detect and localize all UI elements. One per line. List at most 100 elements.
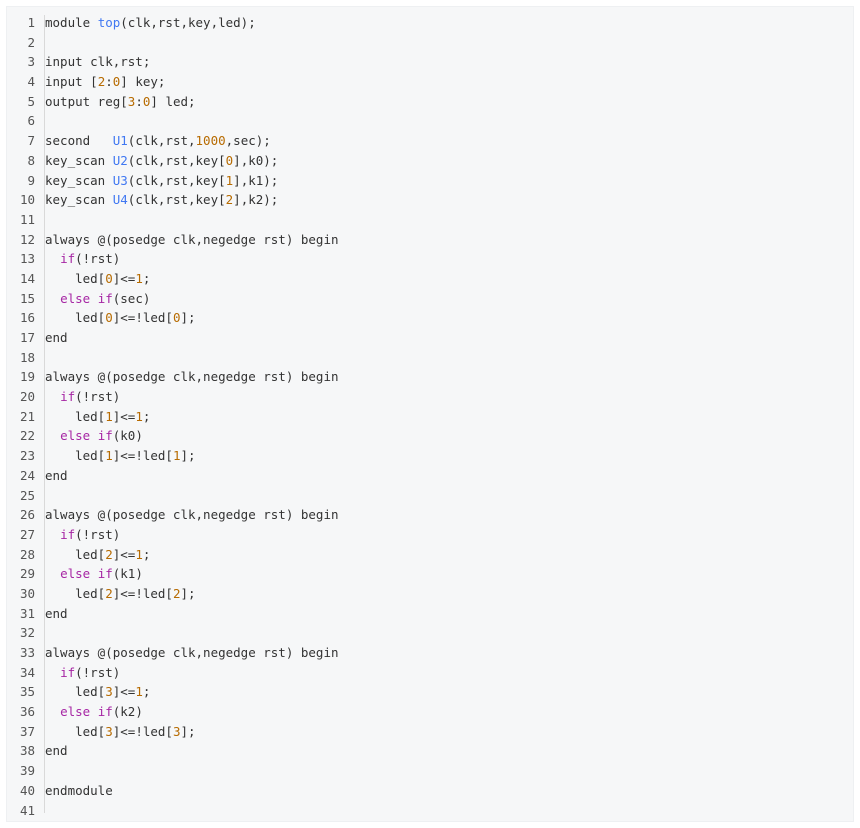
code-line: 35 led[3]<=1; (7, 682, 853, 702)
line-number: 38 (19, 743, 35, 759)
code-line: 13 if(!rst) (7, 249, 853, 269)
code-token: 1 (225, 172, 234, 188)
code-token: (sec) (112, 290, 151, 306)
code-token: led[ (45, 585, 106, 601)
line-number: 9 (27, 172, 35, 188)
code-line: 33 always @(posedge clk,negedge rst) begi… (7, 643, 853, 663)
code-token: (!rst) (75, 526, 121, 542)
code-token: ] key; (120, 74, 166, 90)
line-number: 25 (19, 487, 35, 503)
code-token: ]<=!led[ (112, 448, 173, 464)
code-token: led[ (45, 270, 106, 286)
code-text: always @(posedge clk,negedge rst) begin (45, 230, 339, 250)
code-token: else if (60, 566, 113, 582)
code-token: ; (142, 684, 151, 700)
code-line: 41 (7, 801, 853, 821)
code-text: led[3]<=1; (45, 682, 150, 702)
code-token (45, 704, 60, 719)
code-token: end (45, 467, 68, 483)
code-token: if (60, 664, 76, 680)
code-token: if (60, 389, 76, 405)
code-token: always @(posedge clk,negedge rst) begin (45, 507, 339, 523)
code-token: ]<=!led[ (112, 723, 173, 739)
code-token: if (60, 251, 76, 267)
code-token: input clk,rst; (45, 54, 151, 70)
line-number: 37 (19, 723, 35, 739)
code-text: led[2]<=1; (45, 545, 150, 565)
code-line: 15 else if(sec) (7, 289, 853, 309)
code-token (45, 291, 60, 306)
code-token: end (45, 743, 68, 759)
code-text: output reg[3:0] led; (45, 92, 196, 112)
code-line: 39 (7, 761, 853, 781)
code-token: module (45, 15, 98, 30)
code-line: 2 (7, 33, 853, 53)
code-line: 18 (7, 348, 853, 368)
code-token: 1 (172, 448, 181, 464)
code-token: ]<=!led[ (112, 585, 173, 601)
code-line: 16 led[0]<=!led[0]; (7, 308, 853, 328)
code-token (45, 566, 60, 581)
line-number: 15 (19, 290, 35, 306)
code-token: second (45, 133, 113, 149)
code-text: led[1]<=!led[1]; (45, 446, 196, 466)
code-token: key_scan (45, 152, 113, 168)
code-text: if(!rst) (45, 249, 120, 269)
line-number: 12 (19, 231, 35, 247)
code-token: (!rst) (75, 389, 121, 405)
line-number: 8 (27, 152, 35, 168)
code-token: ],k2); (233, 192, 279, 208)
code-token: led[ (45, 408, 106, 424)
code-text: if(!rst) (45, 663, 120, 683)
line-number: 21 (19, 408, 35, 424)
code-line: 28 led[2]<=1; (7, 545, 853, 565)
line-number: 4 (27, 74, 35, 90)
code-token: (clk,rst,key[ (127, 192, 226, 208)
code-token: 3 (105, 684, 113, 700)
code-token: 3 (127, 93, 136, 109)
code-token: 1 (135, 270, 143, 286)
code-line: 30 led[2]<=!led[2]; (7, 584, 853, 604)
code-text: always @(posedge clk,negedge rst) begin (45, 643, 339, 663)
code-token: (k2) (112, 704, 143, 720)
line-number: 22 (19, 428, 35, 444)
code-line: 20 if(!rst) (7, 387, 853, 407)
code-token: ]<= (112, 408, 136, 424)
code-token: top (97, 15, 121, 30)
code-text: end (45, 328, 68, 348)
code-line: 25 (7, 486, 853, 506)
line-number: 27 (19, 526, 35, 542)
code-token: ,sec); (225, 133, 271, 149)
code-token: end (45, 605, 68, 621)
line-number: 6 (27, 113, 35, 129)
code-token: always @(posedge clk,negedge rst) begin (45, 369, 339, 385)
code-token (45, 389, 60, 404)
line-number: 18 (19, 349, 35, 365)
line-number: 2 (27, 34, 35, 50)
code-token: 0 (225, 152, 234, 168)
code-token: ]; (180, 723, 196, 739)
code-line: 36 else if(k2) (7, 702, 853, 722)
code-text: else if(k0) (45, 426, 143, 446)
code-token: 0 (172, 310, 181, 326)
line-number: 33 (19, 645, 35, 660)
code-text: second U1(clk,rst,1000,sec); (45, 131, 271, 151)
code-line: 12 always @(posedge clk,negedge rst) begi… (7, 230, 853, 250)
code-token: U1 (112, 133, 128, 149)
code-text: if(!rst) (45, 387, 120, 407)
code-line: 37 led[3]<=!led[3]; (7, 722, 853, 742)
code-text: else if(k2) (45, 702, 143, 722)
code-token: endmodule (45, 782, 113, 798)
code-text: always @(posedge clk,negedge rst) begin (45, 505, 339, 525)
line-number: 34 (19, 664, 35, 680)
code-token: (k1) (112, 566, 143, 582)
code-token: : (105, 74, 113, 90)
code-token: if (60, 526, 76, 542)
code-line: 27 if(!rst) (7, 525, 853, 545)
code-token: ]; (180, 448, 196, 464)
